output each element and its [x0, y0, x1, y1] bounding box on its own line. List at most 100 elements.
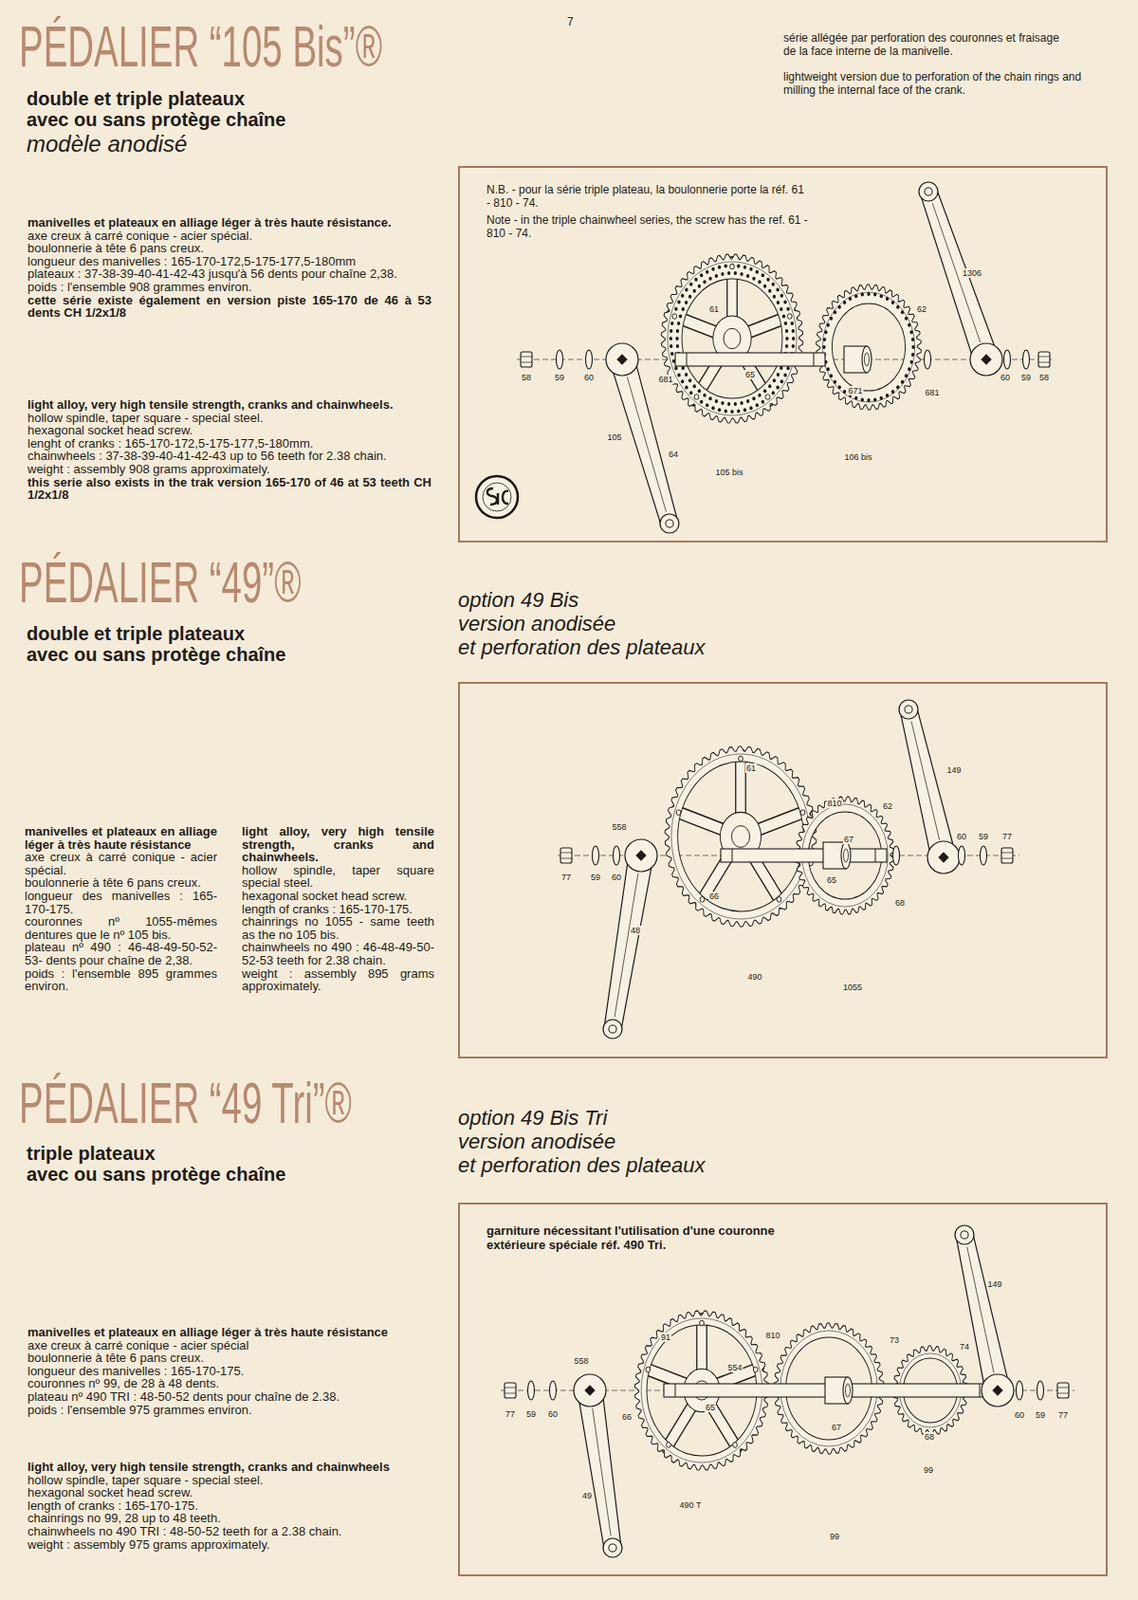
- callout-number: 681: [923, 387, 940, 398]
- text-column: PÉDALIER “105 Bis”®: [18, 17, 606, 76]
- spec-line: chainwheels : 37-38-39-40-41-42-43 up to…: [27, 449, 432, 463]
- figure-frame: garniture nécessitant l'utilisation d'un…: [458, 1202, 1108, 1577]
- spec-line: hollow spindle, taper square - special s…: [27, 1473, 432, 1487]
- callout-number: 77: [504, 1409, 516, 1419]
- note-text: lightweight version due to perforation o…: [783, 70, 1087, 97]
- text-column: série allégée par perforation des couron…: [783, 31, 1068, 58]
- section-heading: PÉDALIER “49 Tri”®: [18, 1073, 352, 1133]
- chainring: [816, 284, 922, 410]
- text-column: light alloy, very high tensile strength,…: [241, 825, 435, 993]
- spec-heading: manivelles et plateaux en alliage léger …: [24, 825, 218, 851]
- figure-frame: N.B. - pour la série triple plateau, la …: [458, 165, 1108, 543]
- callout-number: 61: [708, 304, 720, 314]
- heading-line: PÉDALIER “105 Bis”®: [18, 17, 606, 76]
- callout-number: 59: [553, 372, 566, 383]
- callout-number: 59: [1034, 1410, 1047, 1420]
- exploded-view: [476, 182, 1055, 533]
- text-column: option 49 Bis Triversion anodiséeet perf…: [458, 1105, 706, 1177]
- callout-number: 62: [881, 801, 894, 811]
- callout-number: 810: [764, 1330, 781, 1340]
- callout-number: 60: [583, 372, 595, 383]
- callout-number: 67: [843, 834, 855, 845]
- washer: [893, 845, 900, 865]
- exploded-view: [557, 699, 1020, 1039]
- spec-line: longueur des manivelles : 165-170-175.: [24, 889, 218, 916]
- callout-number: 60: [955, 831, 968, 842]
- spec-line: plateau nº 490 TRI : 48-50-52 dents pour…: [27, 1390, 432, 1404]
- callout-number: 58: [520, 372, 533, 383]
- crank-bolt: [1057, 1382, 1069, 1398]
- washer: [528, 1380, 535, 1400]
- spec-heading: light alloy, very high tensile strength,…: [27, 398, 432, 412]
- spec-heading: manivelles et plateaux en alliage léger …: [27, 1325, 432, 1340]
- spec-line: chainwheels no 490 : 46-48-49-50-52-53 t…: [241, 940, 435, 967]
- heading-line: PÉDALIER “49”®: [18, 552, 475, 612]
- chainring: [664, 746, 816, 927]
- spec-heading: this serie also exists in the trak versi…: [27, 476, 432, 502]
- washer: [1023, 349, 1030, 369]
- spec-line: weight : assembly 908 grams approximatel…: [27, 462, 432, 477]
- chainring: [660, 254, 803, 423]
- crank-arm: [605, 343, 680, 533]
- section-heading: PÉDALIER “105 Bis”®: [18, 17, 383, 76]
- washer: [1004, 349, 1011, 369]
- washer: [958, 845, 966, 865]
- note-text: N.B. - pour la série triple plateau, la …: [486, 183, 809, 210]
- spec-line: length of cranks : 165-170-175.: [27, 1499, 432, 1513]
- callout-number: 105: [605, 432, 623, 442]
- subheading: double et triple plateaux: [26, 623, 286, 644]
- option-text: et perforation des plateaux: [458, 635, 706, 660]
- crank-arm: [603, 839, 658, 1039]
- callout-number: 60: [999, 372, 1011, 383]
- text-column: manivelles et plateaux en alliage léger …: [27, 1325, 432, 1416]
- callout-number: 490 T: [679, 1500, 703, 1510]
- callout-number: 810: [825, 798, 843, 808]
- callout-number: 105 bis: [714, 467, 744, 478]
- callout-number: 99: [828, 1531, 841, 1542]
- option-text: version anodisée: [458, 1129, 706, 1154]
- crank-arm: [899, 699, 960, 874]
- callout-number: 60: [547, 1409, 559, 1419]
- note-text: garniture nécessitant l'utilisation d'un…: [486, 1223, 792, 1252]
- washer: [586, 349, 593, 369]
- washer: [613, 845, 621, 865]
- text-column: double et triple plateauxavec ou sans pr…: [26, 623, 286, 665]
- callout-number: 77: [1001, 831, 1013, 842]
- subheading: avec ou sans protège chaîne: [26, 1163, 286, 1185]
- spec-line: axe creux à carré conique - acier spécia…: [27, 1339, 432, 1353]
- subheading: triple plateaux: [26, 1142, 286, 1164]
- callout-number: 49: [581, 1490, 593, 1501]
- callout-number: 60: [1013, 1410, 1026, 1420]
- washer: [1016, 1380, 1024, 1400]
- subheading: avec ou sans protège chaîne: [26, 109, 286, 130]
- note-block: garniture nécessitant l'utilisation d'un…: [486, 1223, 792, 1252]
- spec-line: plateaux : 37-38-39-40-41-42-43 jusqu'à …: [27, 267, 432, 281]
- spindle: [720, 848, 887, 863]
- spec-line: couronnes nº 99, de 28 à 48 dents.: [27, 1376, 432, 1391]
- exploded-view: [500, 1225, 1075, 1558]
- callout-number: 65: [744, 369, 756, 380]
- callout-number: 65: [825, 875, 838, 885]
- washer: [592, 845, 600, 865]
- callout-number: 62: [916, 304, 928, 314]
- callout-number: 66: [621, 1412, 633, 1422]
- maker-logo: [476, 476, 518, 518]
- washer: [556, 349, 564, 369]
- bottom-bracket-cup: [844, 346, 872, 373]
- spec-line: axe creux à carré conique - acier spécia…: [27, 229, 432, 243]
- callout-number: 554: [726, 1362, 743, 1373]
- washer: [980, 845, 988, 865]
- callout-number: 490: [746, 972, 763, 982]
- spec-line: axe creux à carré conique - acier spécia…: [24, 850, 218, 877]
- callout-number: 59: [977, 831, 990, 842]
- spec-line: hexagonal socket head screw.: [241, 889, 435, 903]
- callout-number: 558: [572, 1356, 589, 1366]
- callout-number: 59: [589, 872, 602, 882]
- spec-heading: light alloy, very high tensile strength,…: [27, 1460, 432, 1474]
- spec-line: chainrings no 1055 - same teeth as the n…: [241, 915, 435, 941]
- text-column: manivelles et plateaux en alliage léger …: [24, 825, 218, 993]
- spec-line: poids : l'ensemble 895 grammes environ.: [24, 967, 218, 993]
- callout-number: 60: [610, 872, 623, 882]
- callout-number: 1306: [961, 268, 983, 278]
